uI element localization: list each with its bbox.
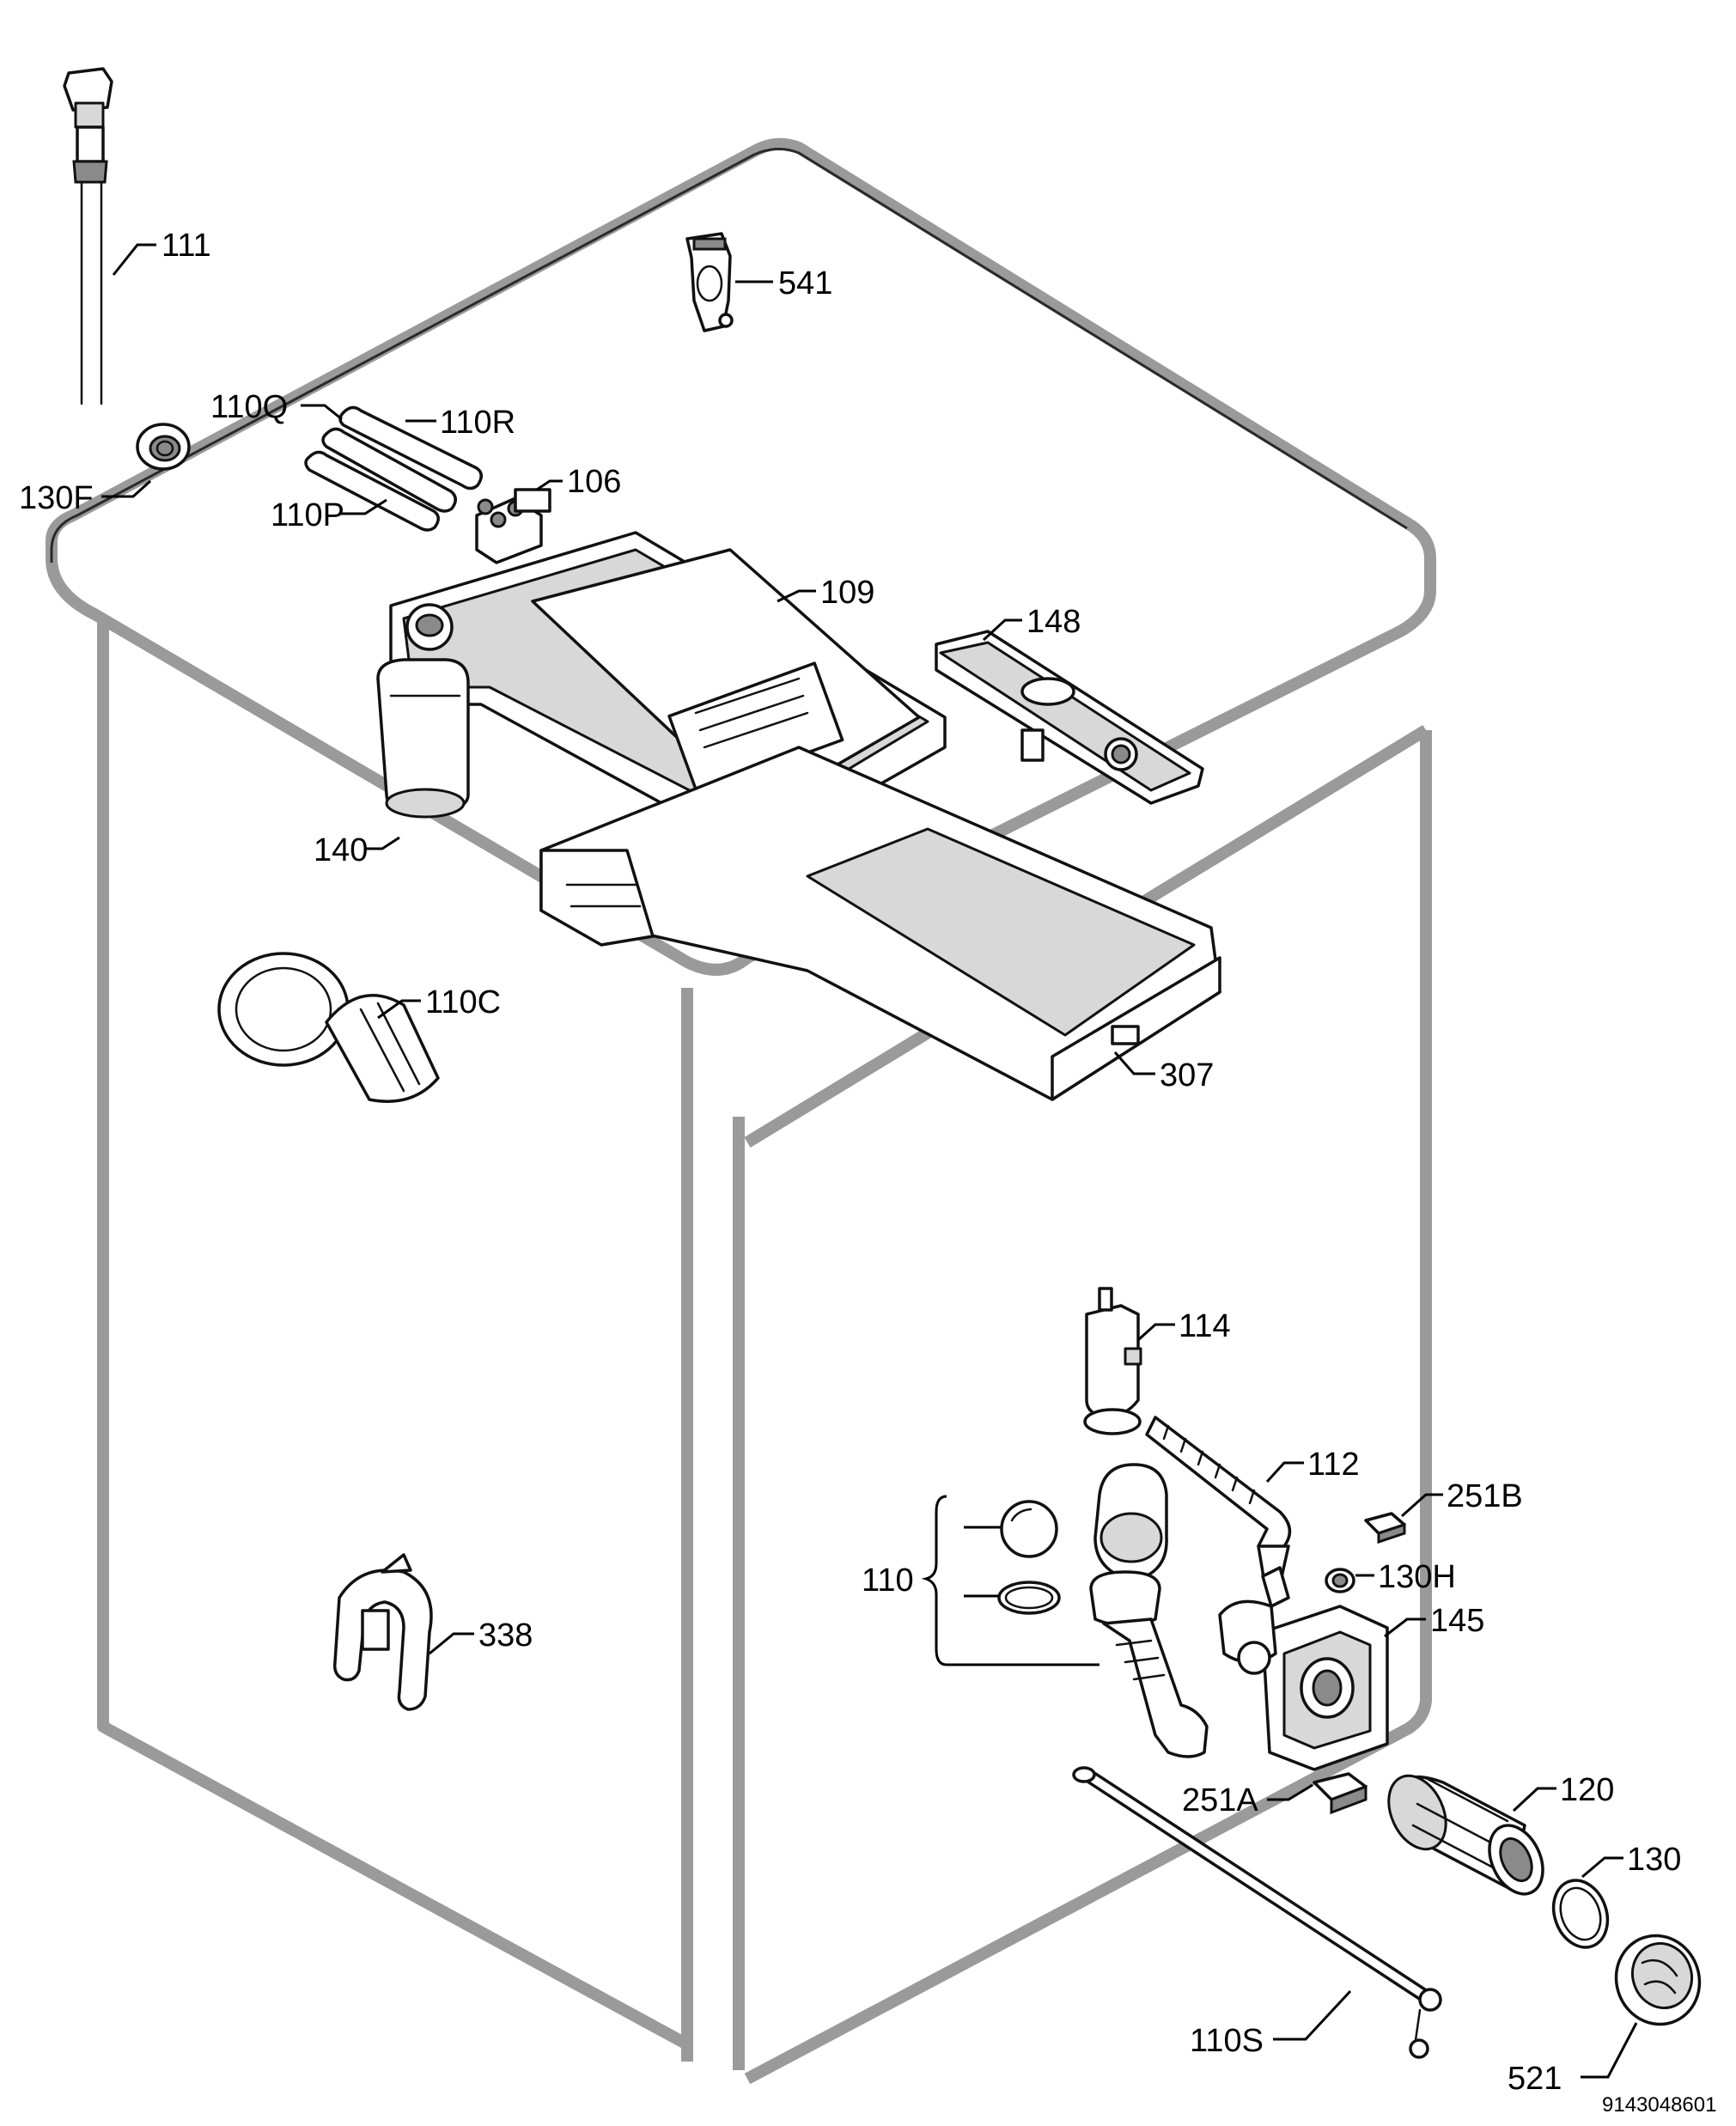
part-521-filter-cap <box>1614 1934 1702 2026</box>
part-110S-rod <box>1072 1766 1442 2059</box>
part-148-dispenser-cover <box>935 630 1204 805</box>
document-number: 9143048601 <box>1602 2093 1716 2117</box>
label-120: 120 <box>1560 1772 1614 1808</box>
part-106-valve <box>475 488 551 564</box>
part-140-tube <box>376 658 470 819</box>
label-110Q: 110Q <box>210 389 288 425</box>
label-110: 110 <box>862 1563 914 1599</box>
part-307-drawer <box>539 746 1221 1101</box>
part-114-air-chamber <box>1083 1287 1142 1435</box>
label-109: 109 <box>820 575 874 611</box>
part-120-filter <box>1387 1774 1544 1896</box>
label-110R: 110R <box>440 405 515 441</box>
part-110C-hose <box>217 952 440 1103</box>
part-110-pump-kit <box>921 1463 1209 1758</box>
part-labels: 111 541 110Q 110R 130F 110P 106 109 148 … <box>19 228 1716 2117</box>
label-110S: 110S <box>1190 2023 1264 2059</box>
label-130F: 130F <box>19 480 94 516</box>
label-110C: 110C <box>425 984 501 1020</box>
label-140: 140 <box>314 832 368 868</box>
part-110-hoses <box>304 405 483 532</box>
label-338: 338 <box>478 1617 533 1654</box>
label-541: 541 <box>778 265 832 302</box>
part-111-inlet-hose <box>63 67 113 405</box>
label-251B: 251B <box>1447 1478 1523 1514</box>
part-145-pump <box>1218 1566 1389 1771</box>
label-148: 148 <box>1026 604 1081 640</box>
label-111: 111 <box>161 228 211 264</box>
part-130-seal-ring <box>1551 1879 1610 1949</box>
part-251A-clip <box>1313 1772 1367 1815</box>
label-130H: 130H <box>1378 1559 1456 1595</box>
label-114: 114 <box>1179 1308 1231 1344</box>
part-338-hose-clip <box>332 1553 433 1711</box>
label-130: 130 <box>1627 1842 1681 1878</box>
label-110P: 110P <box>271 497 344 533</box>
label-145: 145 <box>1430 1603 1484 1639</box>
part-251B-clip <box>1364 1512 1406 1544</box>
part-130F-nut <box>136 423 191 471</box>
label-106: 106 <box>567 464 621 500</box>
label-307: 307 <box>1160 1057 1214 1093</box>
label-112: 112 <box>1307 1447 1360 1483</box>
label-521: 521 <box>1508 2061 1562 2097</box>
part-541-bracket <box>685 232 734 332</box>
part-130H-nut <box>1325 1568 1355 1593</box>
part-112-corrugated-hose <box>1145 1416 1292 1587</box>
label-251A: 251A <box>1182 1782 1258 1818</box>
